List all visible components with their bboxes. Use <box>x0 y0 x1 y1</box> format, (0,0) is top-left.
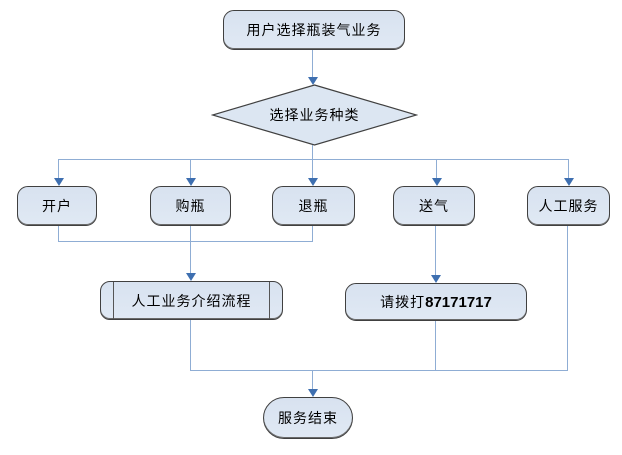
arrowhead-decision-icon <box>308 77 318 85</box>
connector-decision-return <box>312 145 313 178</box>
connector-merge-rail <box>58 241 313 242</box>
connector-manual-service-end <box>567 226 568 371</box>
node-buy-bottle-label: 购瓶 <box>175 199 206 215</box>
connector-intro-end <box>190 320 191 371</box>
connector-end-rail <box>190 370 568 371</box>
arrowhead-open-account-icon <box>54 178 64 186</box>
connector-return-bottle-merge <box>312 226 313 242</box>
node-open-account: 开户 <box>17 186 97 226</box>
node-decision: 选择业务种类 <box>211 84 418 146</box>
arrowhead-return-bottle-icon <box>308 178 318 186</box>
node-start-label: 用户选择瓶装气业务 <box>246 23 382 39</box>
node-manual-service: 人工服务 <box>527 186 610 226</box>
node-call-prefix: 请拨打 <box>380 295 426 311</box>
node-buy-bottle: 购瓶 <box>150 186 231 226</box>
node-return-bottle: 退瓶 <box>272 186 355 226</box>
node-deliver-gas-label: 送气 <box>419 199 449 215</box>
node-call-number: 87171717 <box>425 293 492 311</box>
node-end: 服务结束 <box>263 397 353 439</box>
connector-buy-bottle-intro <box>190 226 191 273</box>
node-start: 用户选择瓶装气业务 <box>223 10 405 50</box>
node-intro-process: 人工业务介绍流程 <box>100 281 283 320</box>
connector-rail-end <box>312 371 313 389</box>
connector-distribution-rail <box>58 159 568 160</box>
connector-rail-deliver-gas <box>436 159 437 178</box>
connector-deliver-gas-call <box>435 226 436 275</box>
connector-rail-buy-bottle <box>190 159 191 178</box>
connector-open-account-merge <box>58 226 59 242</box>
arrowhead-deliver-gas-icon <box>432 178 442 186</box>
arrowhead-intro-process-icon <box>186 273 196 281</box>
connector-call-end <box>435 321 436 371</box>
node-end-label: 服务结束 <box>278 411 338 427</box>
node-manual-service-label: 人工服务 <box>538 199 599 215</box>
connector-rail-manual-service <box>568 159 569 178</box>
node-decision-label: 选择业务种类 <box>269 108 360 124</box>
connector-start-decision <box>312 50 313 77</box>
arrowhead-call-icon <box>431 275 441 283</box>
node-return-bottle-label: 退瓶 <box>298 199 329 215</box>
arrowhead-manual-service-icon <box>564 178 574 186</box>
decision-diamond-shape <box>211 84 418 146</box>
connector-rail-open-account <box>58 159 59 178</box>
node-open-account-label: 开户 <box>42 199 72 215</box>
node-deliver-gas: 送气 <box>393 186 475 226</box>
arrowhead-end-icon <box>308 389 318 397</box>
node-intro-process-label: 人工业务介绍流程 <box>131 293 252 310</box>
arrowhead-buy-bottle-icon <box>186 178 196 186</box>
